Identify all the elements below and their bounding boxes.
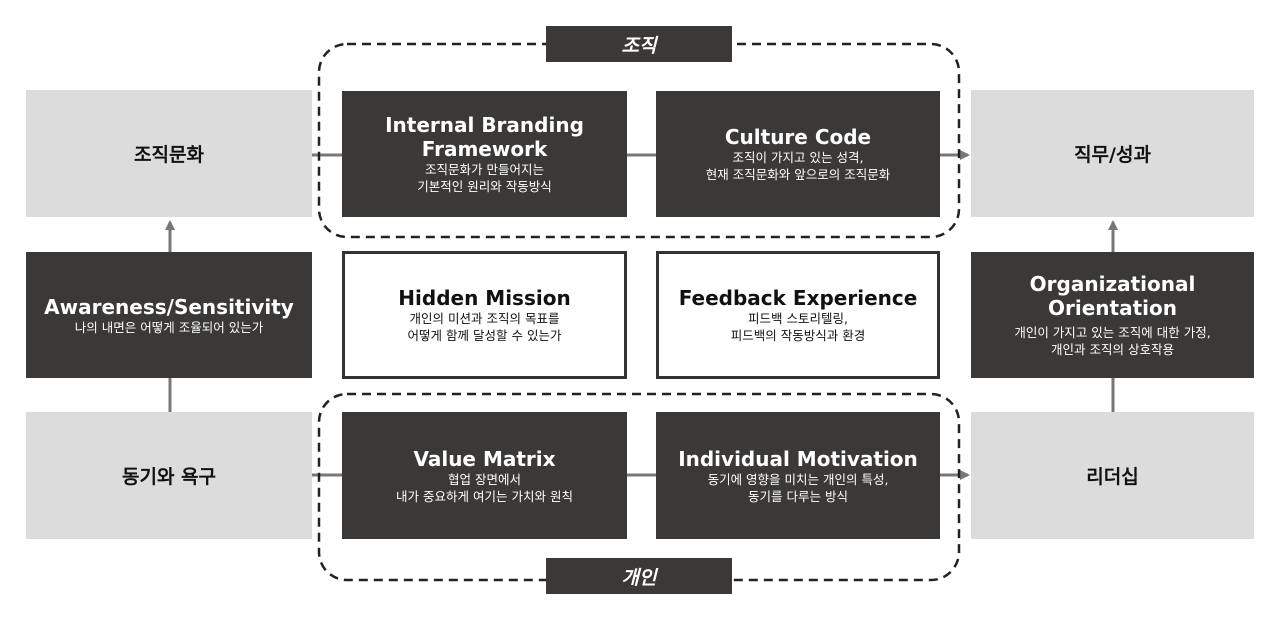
orientation-desc: 개인이 가지고 있는 조직에 대한 가정, 개인과 조직의 상호작용: [1014, 325, 1211, 357]
internal-branding-desc: 조직문화가 만들어지는 기본적인 원리와 작동방식: [417, 162, 552, 194]
culture-code-title: Culture Code: [724, 125, 872, 149]
leadership-label: 리더십: [1086, 466, 1139, 488]
organizational-orientation-box: Organizational Orientation 개인이 가지고 있는 조직…: [971, 252, 1254, 378]
individual-group-label: 개인: [546, 558, 732, 594]
feedback-experience-title: Feedback Experience: [678, 286, 918, 310]
orientation-title: Organizational Orientation: [1029, 272, 1196, 320]
awareness-sensitivity-box: Awareness/Sensitivity 나의 내면은 어떻게 조율되어 있는…: [26, 252, 312, 378]
awareness-title: Awareness/Sensitivity: [44, 294, 294, 319]
hidden-mission-title: Hidden Mission: [398, 286, 571, 310]
org-culture-box: 조직문화: [26, 90, 312, 217]
individual-group-outline: [317, 392, 961, 582]
motivation-needs-box: 동기와 욕구: [26, 412, 312, 539]
internal-branding-box: Internal Branding Framework 조직문화가 만들어지는 …: [342, 91, 627, 217]
awareness-desc: 나의 내면은 어떻게 조율되어 있는가: [74, 319, 264, 335]
organization-group-label: 조직: [546, 26, 732, 62]
hidden-mission-desc: 개인의 미션과 조직의 목표를 어떻게 함께 달성할 수 있는가: [407, 311, 562, 343]
org-culture-label: 조직문화: [134, 144, 204, 166]
individual-motivation-desc: 동기에 영향을 미치는 개인의 특성, 동기를 다루는 방식: [707, 471, 889, 504]
culture-code-box: Culture Code 조직이 가지고 있는 성격, 현재 조직문화와 앞으로…: [656, 91, 940, 217]
value-matrix-title: Value Matrix: [413, 446, 556, 471]
value-matrix-box: Value Matrix 협업 장면에서 내가 중요하게 여기는 가치와 원칙: [342, 412, 627, 539]
leadership-box: 리더십: [971, 412, 1254, 539]
value-matrix-desc: 협업 장면에서 내가 중요하게 여기는 가치와 원칙: [396, 471, 573, 504]
individual-motivation-box: Individual Motivation 동기에 영향을 미치는 개인의 특성…: [656, 412, 940, 539]
feedback-experience-box: Feedback Experience 피드백 스토리텔링, 피드백의 작동방식…: [656, 251, 940, 379]
hidden-mission-box: Hidden Mission 개인의 미션과 조직의 목표를 어떻게 함께 달성…: [342, 251, 627, 379]
feedback-experience-desc: 피드백 스토리텔링, 피드백의 작동방식과 환경: [730, 311, 866, 343]
job-performance-label: 직무/성과: [1074, 144, 1151, 166]
culture-code-desc: 조직이 가지고 있는 성격, 현재 조직문화와 앞으로의 조직문화: [705, 150, 891, 182]
individual-motivation-title: Individual Motivation: [678, 446, 918, 471]
motivation-needs-label: 동기와 욕구: [121, 466, 216, 488]
internal-branding-title: Internal Branding Framework: [385, 113, 584, 161]
job-performance-box: 직무/성과: [971, 90, 1254, 217]
